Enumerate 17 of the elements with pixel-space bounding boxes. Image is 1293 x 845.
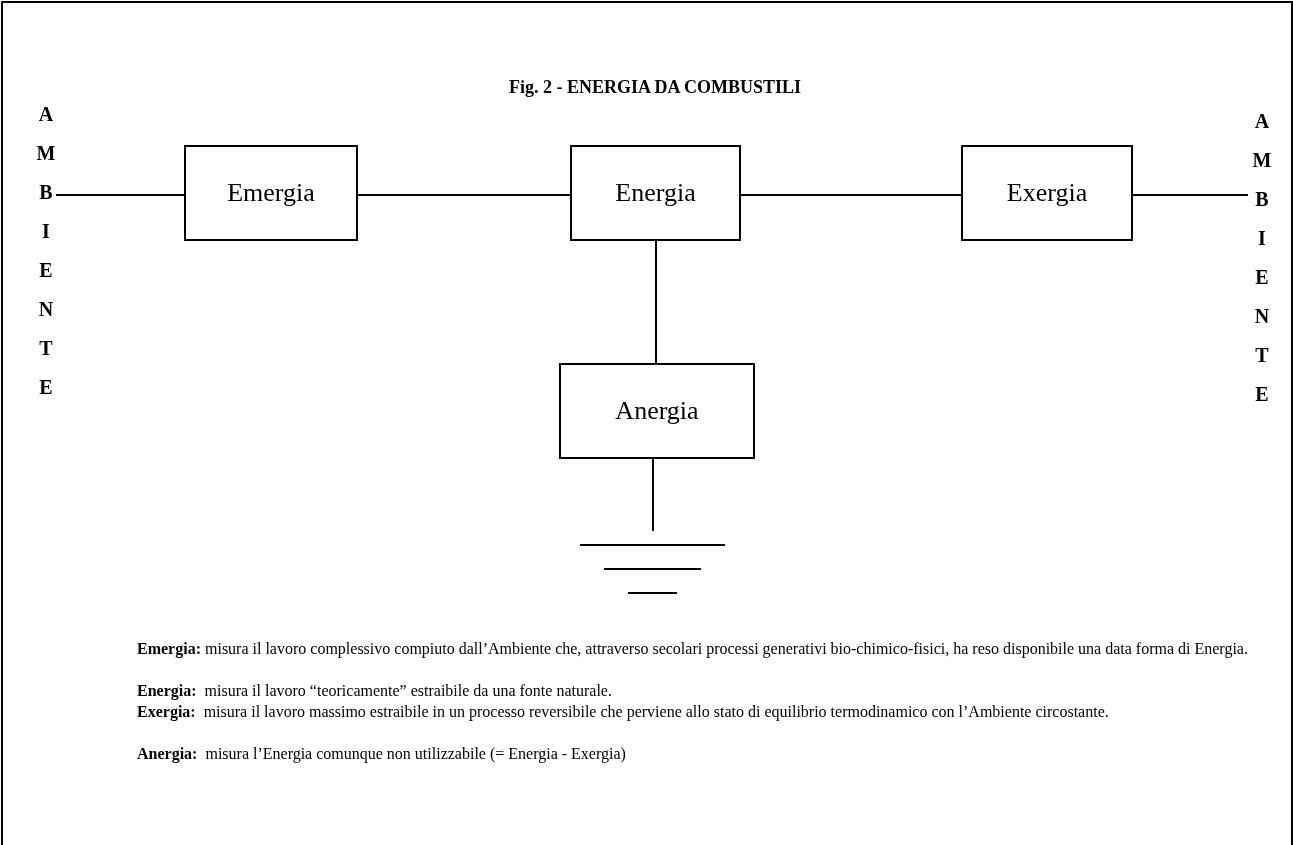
- process-box: Anergia: [559, 363, 755, 459]
- definition-text: Emergia: misura il lavoro complessivo compiuto dall’Ambiente che, attraverso secolari processi generativi bio-chimico-fisici, ha reso disponibile una data forma di Energia.: [137, 639, 1249, 659]
- definition-text: Exergia: misura il lavoro massimo estraibile in un processo reversibile che perviene allo stato di equilibrio termodinamico con l’Ambiente circostante.: [137, 702, 1110, 722]
- connector-line: [357, 194, 571, 196]
- connector-line: [655, 240, 657, 364]
- process-box: Exergia: [961, 145, 1133, 241]
- connector-line: [740, 194, 962, 196]
- figure-title: Fig. 2 - ENERGIA DA COMBUSTILI: [507, 77, 802, 98]
- definition-text: Energia: misura il lavoro “teoricamente” estraibile da una fonte naturale.: [137, 681, 613, 701]
- process-box: Emergia: [184, 145, 358, 241]
- side-label: AMBIENTE: [32, 103, 56, 448]
- definition-text: Anergia: misura l’Energia comunque non utilizzabile (= Energia - Exergia): [137, 744, 627, 764]
- process-box: Energia: [570, 145, 741, 241]
- connector-line: [55, 194, 185, 196]
- connector-line: [1132, 194, 1249, 196]
- side-label: AMBIENTE: [1248, 110, 1272, 465]
- connector-line: [652, 458, 654, 532]
